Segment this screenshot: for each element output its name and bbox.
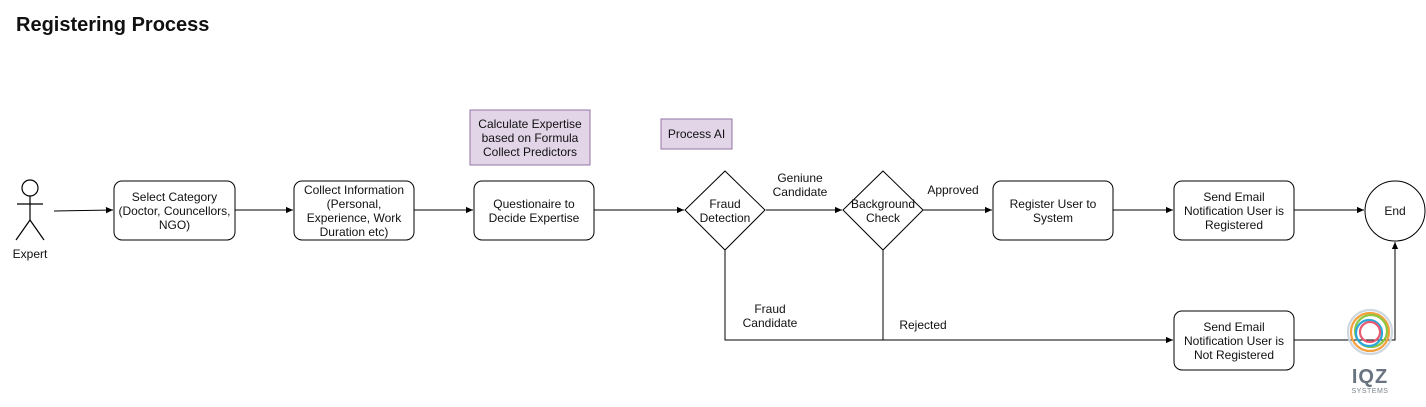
edge-fraud-rejected-path	[724, 250, 1173, 344]
fraud-candidate-label: Fraud Candidate	[742, 302, 798, 330]
note-process-ai	[660, 118, 733, 150]
genuine-candidate-label: Geniune Candidate	[772, 171, 828, 199]
logo-text: IQZ	[1351, 366, 1389, 388]
collect-information-label: Collect Information (Personal, Experienc…	[303, 182, 405, 239]
background-check-label: Background Check	[850, 197, 916, 225]
edge-not-registered-to-end	[1294, 242, 1399, 341]
node-email-registered	[1173, 180, 1295, 241]
node-questionnaire	[473, 180, 595, 241]
node-collect-information	[293, 180, 415, 241]
expert-label: Expert	[12, 247, 48, 261]
calculate-expertise-label: Calculate Expertise based on Formula Col…	[478, 116, 582, 159]
note-calculate-expertise	[469, 109, 591, 166]
email-registered-label: Send Email Notification User is Register…	[1183, 189, 1285, 232]
email-not-registered-label: Send Email Notification User is Not Regi…	[1183, 319, 1285, 362]
node-register-user	[992, 180, 1114, 241]
select-category-label: Select Category (Doctor, Councellors, NG…	[118, 189, 231, 232]
node-email-not-registered	[1173, 310, 1295, 371]
register-user-label: Register User to System	[1009, 196, 1097, 225]
expert-actor-icon	[15, 179, 45, 241]
questionnaire-label: Questionaire to Decide Expertise	[488, 196, 580, 225]
node-background-check	[842, 170, 924, 251]
iqz-logo: IQZ SYSTEMS	[1340, 304, 1400, 400]
process-ai-label: Process AI	[667, 127, 726, 141]
end-label: End	[1384, 204, 1406, 218]
node-fraud-detection	[684, 170, 766, 251]
node-end	[1364, 180, 1426, 242]
approved-label: Approved	[927, 183, 979, 197]
fraud-detection-label: Fraud Detection	[699, 197, 751, 225]
logo-subtext: SYSTEMS	[1351, 388, 1389, 395]
rejected-label: Rejected	[899, 318, 947, 332]
node-select-category	[113, 180, 236, 241]
page-title: Registering Process	[16, 14, 210, 36]
edge-actor-to-select	[53, 206, 114, 214]
iqz-logo-icon	[1346, 308, 1394, 356]
